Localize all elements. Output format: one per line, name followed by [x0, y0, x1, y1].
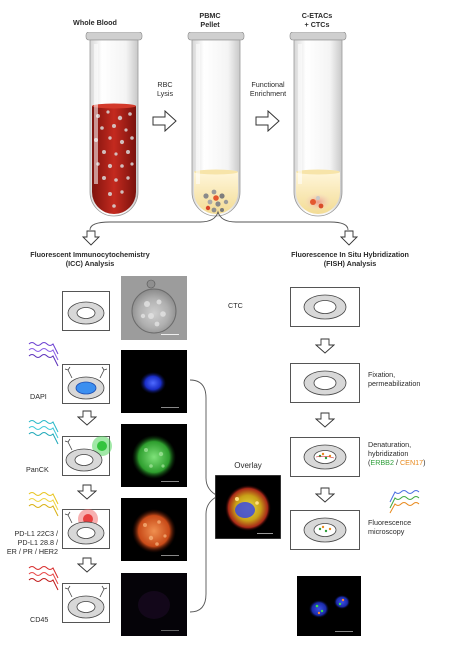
tube-label-pbmc-2: Pellet	[200, 20, 220, 29]
label-pdl1-2: PD-L1 28.8 /	[17, 538, 58, 547]
icc-cell-box-pdl1	[62, 509, 110, 549]
arrow-down-icon	[77, 410, 97, 426]
fish-cell-box-microscopy	[290, 510, 360, 550]
probe-legend: (ERBB2 / CEN17)	[368, 458, 426, 467]
icc-title-2: (ICC) Analysis	[65, 259, 115, 268]
label-pdl1-3: ER / PR / HER2	[6, 547, 58, 556]
dapi-micrograph	[121, 350, 187, 413]
arrow-down-icon	[77, 557, 97, 573]
step-rbc-1: RBC	[157, 80, 173, 89]
erbb2-label: ERBB2	[370, 458, 394, 467]
cetacs-ctcs-tube-icon	[289, 32, 347, 217]
light-wave-icon	[28, 566, 59, 591]
icc-cell-box-panck	[62, 436, 112, 476]
light-wave-icon	[28, 492, 59, 517]
fluorescence-label-1: Fluorescence	[368, 518, 412, 527]
icc-title-1: Fluorescent Immunocytochemistry	[30, 250, 150, 259]
label-panck: PanCK	[26, 465, 49, 474]
cd45-micrograph	[121, 573, 187, 636]
arrow-down-icon	[340, 230, 358, 246]
fixation-label-2: permeabilization	[368, 379, 421, 388]
panck-micrograph	[121, 424, 187, 487]
branch-curve	[89, 210, 349, 231]
icc-cell-box-dapi	[62, 364, 110, 404]
ctc-label: CTC	[228, 301, 243, 310]
fluorescence-label-2: microscopy	[368, 527, 405, 536]
label-dapi: DAPI	[30, 392, 47, 401]
fish-title-1: Fluorescence In Situ Hybridization	[291, 250, 409, 259]
fish-micrograph	[297, 576, 361, 636]
icc-cell-box-cd45	[62, 583, 110, 623]
denaturation-label-1: Denaturation,	[368, 440, 412, 449]
arrow-down-icon	[315, 338, 335, 354]
overlay-micrograph	[215, 475, 281, 539]
fish-title-2: (FISH) Analysis	[323, 259, 377, 268]
label-cd45: CD45	[30, 615, 49, 624]
light-wave-icon	[28, 342, 59, 367]
fish-cell-box-ctc	[290, 287, 360, 327]
step-rbc-2: Lysis	[156, 89, 174, 98]
tube-label-whole-blood: Whole Blood	[73, 18, 117, 27]
step-func-2: Enrichment	[249, 89, 287, 98]
whole-blood-tube-icon	[85, 32, 143, 217]
label-pdl1-1: PD-L1 22C3 /	[14, 529, 58, 538]
brightfield-micrograph	[121, 276, 187, 340]
arrow-right-icon	[152, 110, 177, 132]
light-wave-icon	[28, 420, 59, 445]
arrow-right-icon	[255, 110, 280, 132]
step-func-1: Functional	[251, 80, 285, 89]
arrow-down-icon	[315, 487, 335, 503]
overlay-label: Overlay	[234, 461, 262, 470]
icc-cell-box-plain	[62, 291, 110, 331]
cen17-label: CEN17	[399, 458, 424, 467]
fish-cell-box-hybridization	[290, 437, 360, 477]
tube-label-cetacs-2: + CTCs	[304, 20, 330, 29]
fixation-label-1: Fixation,	[368, 370, 396, 379]
arrow-down-icon	[77, 484, 97, 500]
arrow-down-icon	[315, 412, 335, 428]
tube-label-cetacs-1: C-ETACs	[301, 11, 333, 20]
pdl1-micrograph	[121, 498, 187, 561]
arrow-down-icon	[82, 230, 100, 246]
pbmc-pellet-tube-icon	[187, 32, 245, 217]
tube-label-pbmc-1: PBMC	[199, 11, 221, 20]
light-wave-icon	[389, 490, 420, 514]
probe-separator: /	[393, 458, 400, 467]
denaturation-label-2: hybridization	[368, 449, 409, 458]
fish-cell-box-fixation	[290, 363, 360, 403]
